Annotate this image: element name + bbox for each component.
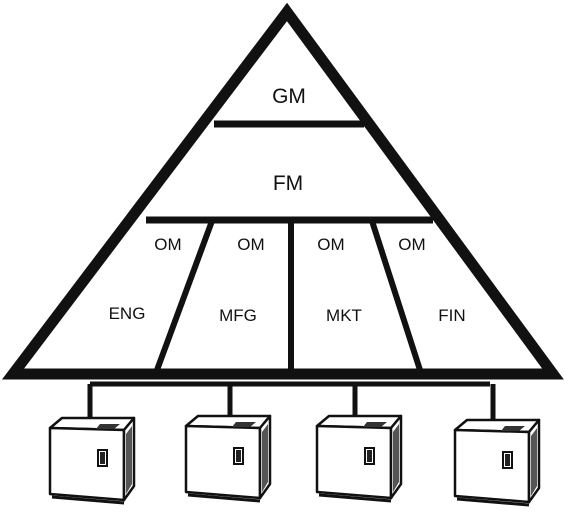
divider-dept-3 [369, 220, 423, 371]
dept-label-fin: FIN [438, 306, 465, 325]
gm-label: GM [272, 85, 306, 108]
fm-label: FM [273, 172, 303, 195]
computers [48, 414, 541, 507]
dept-label-eng: ENG [109, 304, 146, 323]
pyramid: GM FM OM OM OM OM ENG MFG MKT FIN [1, 2, 564, 380]
dept-label-mkt: MKT [326, 306, 362, 325]
dept-label-mfg: MFG [219, 306, 257, 325]
om-label-mkt: OM [317, 235, 344, 254]
computer-terminal-icon [453, 418, 541, 507]
divider-dept-1 [154, 219, 215, 372]
pyramid-outline [1, 2, 564, 380]
network-bus [87, 381, 496, 425]
computer-terminal-icon [48, 416, 136, 505]
om-label-eng: OM [154, 235, 181, 254]
computer-terminal-icon [315, 414, 403, 503]
om-label-mfg: OM [237, 235, 264, 254]
computer-terminal-icon [184, 414, 272, 503]
om-label-fin: OM [398, 235, 425, 254]
